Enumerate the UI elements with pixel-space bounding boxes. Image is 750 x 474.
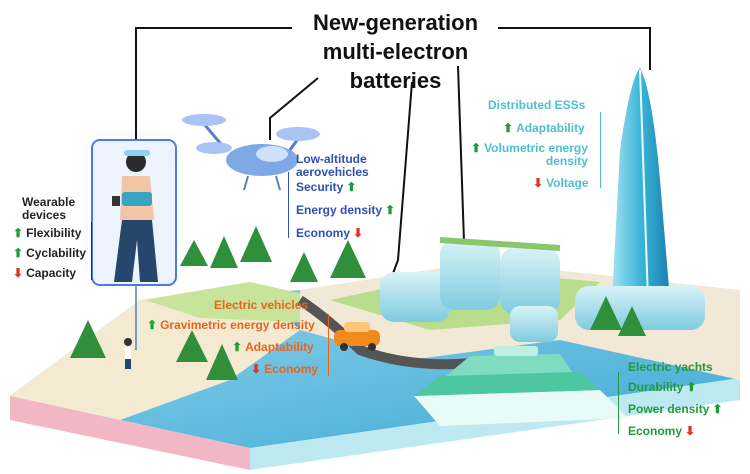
trees [70,226,646,380]
aerovehicle-heading-line-1: Low-altitude [296,152,367,166]
wearable-item-cyclability: ⬆Cyclability [10,246,86,260]
up-arrow-icon: ⬆ [712,402,723,416]
aerovehicle-bracket [288,172,295,238]
runner-figure [124,338,132,369]
aerovehicle-item-label: Economy [296,226,351,240]
tree [70,320,106,358]
tree [330,240,366,278]
tree [210,236,238,268]
ess-bracket [594,112,601,188]
yacht-item-label: Durability [628,380,684,394]
ev-item-adaptability: ⬆Adaptability [229,340,314,354]
building-3 [500,248,560,314]
wearable-item-label: Cyclability [26,246,87,260]
wearable-heading: Wearable devices [22,196,75,222]
yacht-item-durability: Durability⬆ [628,380,699,394]
up-arrow-icon: ⬆ [232,340,243,354]
electric-vehicle-car [334,322,380,351]
up-arrow-icon: ⬆ [13,246,24,260]
down-arrow-icon: ⬇ [353,226,364,240]
up-arrow-icon: ⬆ [346,180,357,194]
aerovehicle-item-security: Security⬆ [296,180,359,194]
tree [176,330,208,362]
yacht-heading: Electric yachts [628,360,713,374]
wearable-bracket [91,222,98,280]
ess-heading: Distributed ESSs [488,98,586,112]
building-5 [510,306,558,342]
wearable-panel [91,139,177,286]
wearable-item-label: Flexibility [26,226,82,240]
ess-tower-stripe [639,69,649,301]
building-2 [440,240,500,310]
aerovehicle-heading-line-2: aerovehicles [296,165,369,179]
ev-item-gravimetric-energy-density: ⬆Gravimetric energy density [144,318,315,332]
ess-item-adaptability: ⬆Adaptability [500,121,585,135]
grass-left [145,282,330,322]
ev-item-label: Economy [264,362,319,376]
wearable-heading-line-2: devices [22,208,67,222]
wearable-item-label: Capacity [26,266,77,280]
tree [590,296,622,330]
ev-item-label: Adaptability [245,340,314,354]
connector-ess [498,27,651,70]
tree [618,306,646,336]
ess-item-label: Adaptability [516,121,585,135]
yacht-item-label: Power density [628,402,710,416]
wearable-heading-line-1: Wearable [22,195,76,209]
ev-item-economy: ⬇Economy [248,362,318,376]
diagram-title: New-generation multi-electron batteries [288,8,503,95]
road [297,295,501,370]
base-side-right [250,378,740,470]
up-arrow-icon: ⬆ [385,203,396,217]
ev-item-label: Gravimetric energy density [160,318,315,332]
wearable-item-flexibility: ⬆Flexibility [10,226,81,240]
ess-tower [612,68,670,300]
up-arrow-icon: ⬆ [147,318,158,332]
ess-item-label: Volumetric energy [484,141,588,155]
ess-item-voltage: ⬇Voltage [530,176,589,190]
building-1 [380,272,450,322]
aerovehicle-drone [182,114,320,191]
title-line-1: New-generation [312,10,479,35]
yacht-bracket [618,372,625,434]
aerovehicle-item-label: Energy density [296,203,383,217]
down-arrow-icon: ⬇ [685,424,696,438]
base-side-left [10,396,250,470]
down-arrow-icon: ⬇ [533,176,544,190]
tree [290,252,318,282]
roof-garden [439,237,561,251]
up-arrow-icon: ⬆ [13,226,24,240]
tree [180,240,208,266]
yacht-item-power-density: Power density⬆ [628,402,725,416]
title-line-2: multi-electron [322,39,469,64]
up-arrow-icon: ⬆ [686,380,697,394]
down-arrow-icon: ⬇ [251,362,262,376]
ess-item-label-line-2: density [545,154,588,168]
title-line-3: batteries [349,68,442,93]
connector-wearable [135,27,292,140]
aerovehicle-item-economy: Economy⬇ [296,226,366,240]
down-arrow-icon: ⬇ [13,266,24,280]
connector-aerovehicle [269,77,319,140]
wearable-item-capacity: ⬇Capacity [10,266,76,280]
tree [206,344,238,380]
yacht-item-economy: Economy⬇ [628,424,698,438]
ev-heading: Electric vehicles [214,298,309,312]
aerovehicle-heading: Low-altitude aerovehicles [296,153,369,179]
electric-yacht [414,346,628,426]
ev-bracket [322,314,329,376]
yacht-item-label: Economy [628,424,683,438]
up-arrow-icon: ⬆ [503,121,514,135]
up-arrow-icon: ⬆ [471,141,482,155]
aerovehicle-item-label: Security [296,180,344,194]
ess-item-label: Voltage [546,176,589,190]
ess-item-volumetric-energy-density: ⬆Volumetric energy density [468,142,588,168]
tree [240,226,272,262]
aerovehicle-item-energy-density: Energy density⬆ [296,203,398,217]
